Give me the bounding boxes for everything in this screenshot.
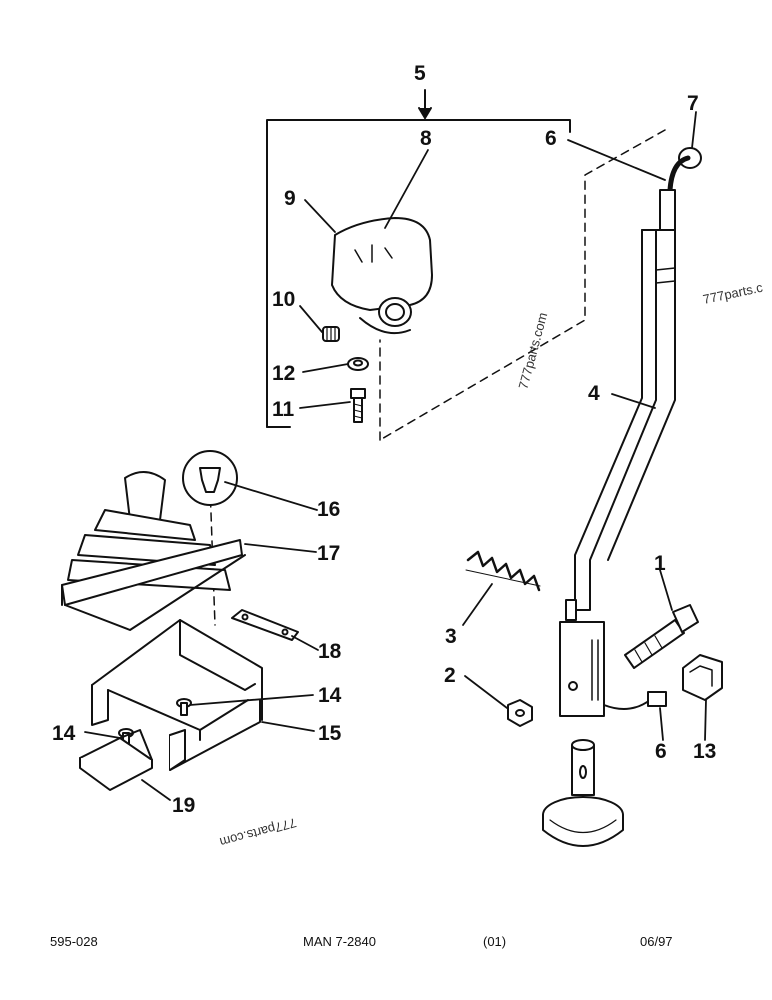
shift-lever (559, 189, 676, 717)
watermark-bottom: 777parts.com (218, 815, 298, 850)
callout-13: 13 (693, 740, 716, 763)
callout-17: 17 (317, 542, 340, 565)
washer (347, 357, 369, 371)
angle-bracket (79, 729, 153, 791)
tray (91, 619, 263, 771)
callout-14-right: 14 (318, 684, 342, 707)
callout-18: 18 (318, 640, 342, 663)
bolt-small (350, 388, 366, 423)
footer-manual: MAN 7-2840 (303, 934, 376, 949)
callout-14-left: 14 (52, 722, 76, 745)
footer-part-number: 595-028 (50, 934, 98, 949)
assembly-bracket (266, 89, 571, 428)
callout-15: 15 (318, 722, 342, 745)
callout-11: 11 (272, 398, 295, 421)
hex-nut (507, 699, 533, 727)
watermark-center: 777parts.com (515, 311, 550, 391)
footer-revision: (01) (483, 934, 507, 949)
rubber-boot (61, 471, 246, 631)
callout-6-top: 6 (545, 127, 557, 150)
leader-lines (84, 111, 707, 801)
callout-5: 5 (414, 62, 426, 85)
callout-19: 19 (172, 794, 195, 817)
callout-12: 12 (272, 362, 295, 385)
set-screw (322, 326, 340, 342)
spring (465, 550, 541, 592)
watermark-right: 777parts.c (702, 280, 765, 307)
screw-right (176, 698, 192, 716)
plug-detail (182, 450, 238, 506)
plate (231, 609, 299, 641)
callout-10: 10 (272, 288, 295, 311)
callout-8: 8 (420, 127, 432, 150)
connector (682, 654, 723, 701)
callout-9: 9 (284, 187, 296, 210)
callout-6-bottom: 6 (655, 740, 667, 763)
lever-cap (667, 147, 702, 193)
callout-1: 1 (654, 552, 666, 575)
footer-date: 06/97 (640, 934, 673, 949)
callout-2: 2 (444, 664, 456, 687)
callout-7: 7 (687, 92, 699, 115)
bolt-large (624, 604, 699, 669)
callout-3: 3 (445, 625, 457, 648)
callout-4: 4 (588, 382, 600, 405)
shift-knob (331, 217, 433, 334)
callout-16: 16 (317, 498, 340, 521)
shift-base (542, 739, 624, 847)
